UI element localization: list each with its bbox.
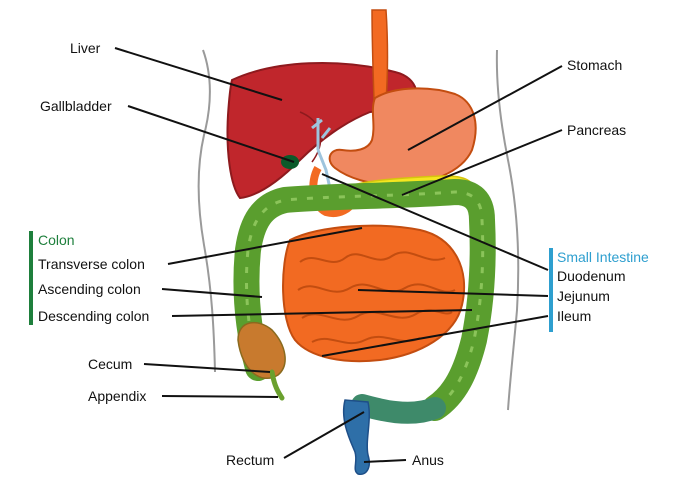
leader-lines bbox=[114, 47, 563, 463]
label-duodenum: Duodenum bbox=[557, 268, 626, 284]
small-intestine-group-bar bbox=[549, 248, 553, 332]
label-liver: Liver bbox=[70, 40, 101, 56]
colon-group-title: Colon bbox=[38, 232, 75, 248]
esophagus-organ bbox=[371, 9, 389, 101]
label-cecum: Cecum bbox=[88, 356, 133, 372]
label-rectum: Rectum bbox=[226, 452, 275, 468]
small-intestine-organ bbox=[282, 224, 466, 363]
label-pancreas: Pancreas bbox=[567, 122, 627, 138]
rectum-organ bbox=[343, 399, 371, 476]
gallbladder-organ bbox=[281, 155, 299, 169]
appendix-organ bbox=[269, 369, 285, 401]
label-transverse-colon: Transverse colon bbox=[38, 256, 145, 272]
colon-group-bar bbox=[29, 231, 33, 325]
label-ascending-colon: Ascending colon bbox=[38, 281, 141, 297]
label-appendix: Appendix bbox=[88, 388, 147, 404]
label-descending-colon: Descending colon bbox=[38, 308, 150, 324]
label-stomach: Stomach bbox=[567, 57, 623, 73]
label-gallbladder: Gallbladder bbox=[40, 98, 112, 114]
label-anus: Anus bbox=[412, 452, 444, 468]
small-intestine-group-title: Small Intestine bbox=[557, 249, 649, 265]
label-jejunum: Jejunum bbox=[557, 288, 610, 304]
label-ileum: Ileum bbox=[557, 308, 592, 324]
